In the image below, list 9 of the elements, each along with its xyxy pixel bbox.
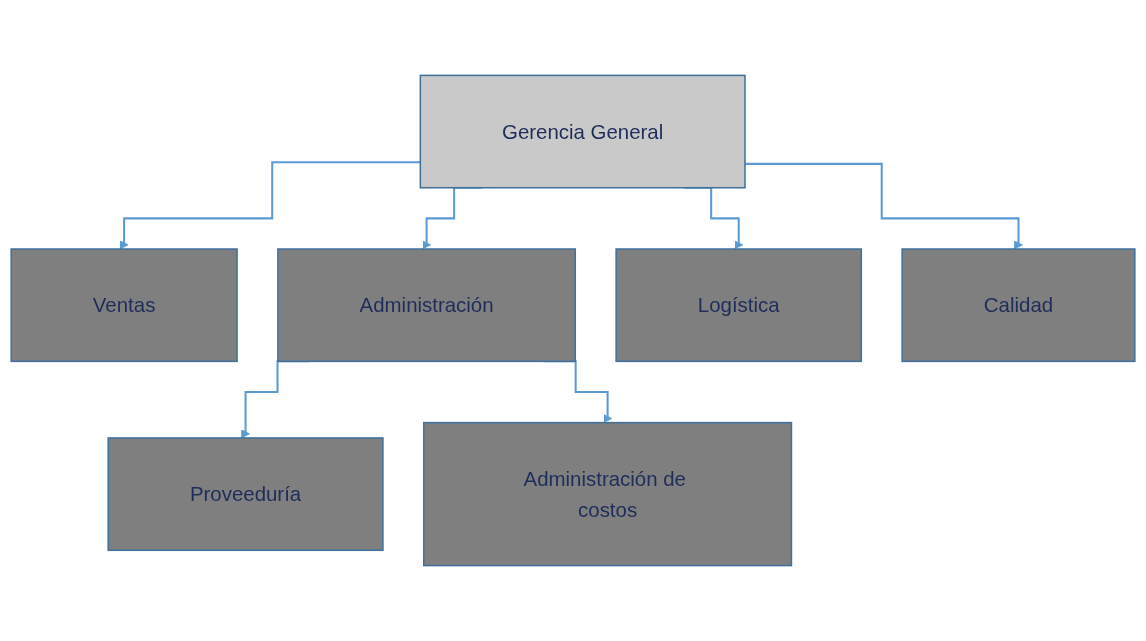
- node-box: Logística: [615, 248, 863, 363]
- node-box: Calidad: [901, 248, 1136, 363]
- node-box: Ventas: [10, 248, 238, 363]
- node-box: Administración: [277, 248, 577, 363]
- node-box: Proveeduría: [107, 437, 384, 552]
- arrow: [744, 162, 1023, 250]
- arrow: [119, 161, 421, 250]
- node-box: Administración de costos: [423, 421, 793, 567]
- node-box: Gerencia General: [419, 74, 746, 189]
